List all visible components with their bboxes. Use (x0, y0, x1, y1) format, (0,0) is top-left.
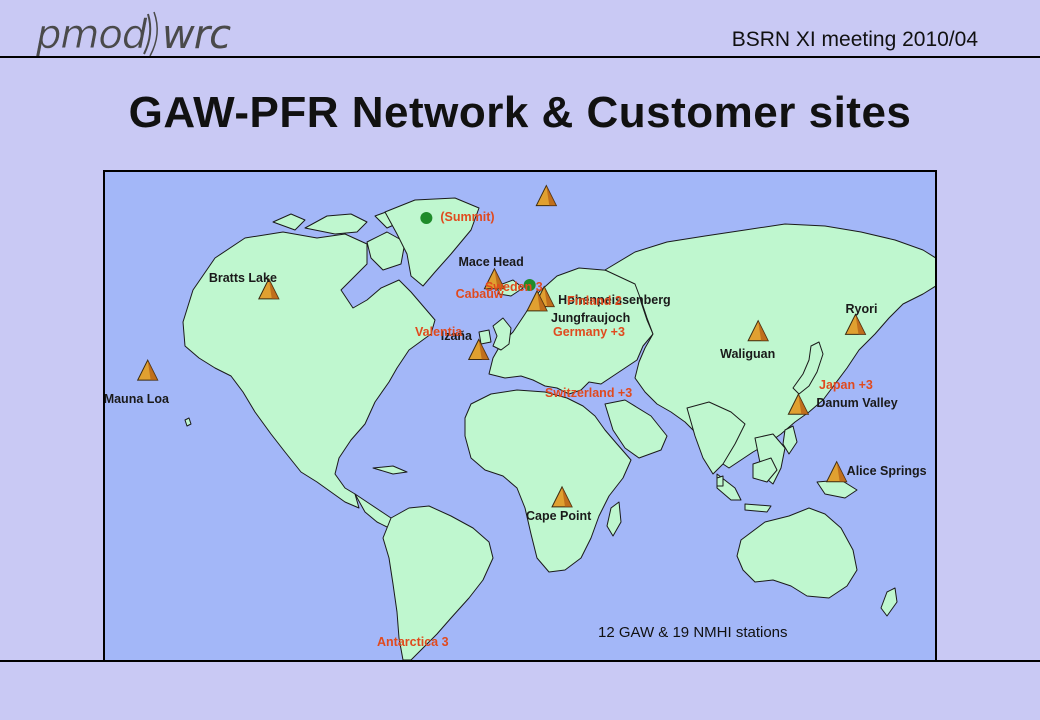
footer-rule (0, 660, 1040, 662)
gaw-marker-shade-mauna-loa (147, 360, 158, 381)
india (686, 401, 746, 475)
gaw-marker-shade-alice-springs (836, 461, 847, 482)
label-sweden-3: Sweden 3 (485, 280, 543, 294)
svg-text:wrc: wrc (162, 12, 231, 58)
australia (736, 507, 858, 599)
label-ny-a-lesund: Ny Ålesund (538, 170, 607, 172)
arctic-islands-2 (272, 213, 306, 231)
gaw-marker-shade-cape-point (562, 486, 573, 507)
label-jungfraujoch: Jungfraujoch (551, 310, 631, 325)
gaw-marker-shade-jungfraujoch (537, 290, 548, 311)
header-rule (0, 56, 1040, 58)
label-switzerland-3: Switzerland +3 (545, 386, 633, 400)
new-guinea (816, 479, 858, 499)
label-danum-valley: Danum Valley (816, 396, 898, 411)
gaw-marker-shade-ryori (855, 314, 866, 335)
page-title: GAW-PFR Network & Customer sites (128, 88, 912, 137)
arabian-peninsula (604, 399, 668, 459)
label-waliguan: Waliguan (720, 346, 776, 361)
stations-count: 12 GAW & 19 NMHI stations (598, 624, 788, 641)
meeting-label: BSRN XI meeting 2010/04 (731, 28, 978, 51)
greenland (384, 197, 480, 287)
sri-lanka (716, 475, 724, 487)
label-hohenpeissenberg: Hohenpeissenberg (558, 292, 671, 307)
label-ryori: Ryori (845, 302, 878, 317)
south-america-landmass (382, 505, 494, 660)
gaw-marker-shade-izan-a (478, 339, 489, 360)
borneo (752, 457, 778, 483)
svg-text:pmod: pmod (36, 12, 148, 58)
madagascar (606, 501, 622, 537)
arctic-islands (304, 213, 368, 235)
gaw-marker-shade-danum-valley (798, 394, 809, 415)
baffin-island (366, 231, 406, 271)
map-canvas (136, 184, 935, 660)
java (744, 503, 772, 513)
label-izan-a: Izaña (440, 329, 472, 344)
label-germany-3: Germany +3 (553, 325, 625, 339)
japan (792, 341, 824, 395)
label-mauna-loa: Mauna Loa (103, 392, 169, 407)
site-markers (136, 184, 867, 508)
philippines (782, 425, 798, 455)
pmod-wrc-logo: pmod wrc (36, 11, 232, 58)
label-japan-3: Japan +3 (819, 378, 873, 392)
africa-landmass (464, 389, 632, 573)
gaw-marker-shade-waliguan (758, 320, 769, 341)
label-cape-point: Cape Point (526, 508, 592, 523)
label-alice-springs: Alice Springs (846, 463, 927, 478)
label-finland-2: Finland 2 (567, 294, 622, 308)
gaw-marker-shade-mace-head (494, 268, 505, 289)
dot-marker-summit (420, 212, 433, 225)
new-zealand (880, 587, 898, 617)
gaw-marker-shade-hohenpeissenberg (544, 286, 555, 307)
label-bratts-lake: Bratts Lake (208, 270, 277, 285)
asia-landmass (604, 223, 935, 469)
label-cabauw: Cabauw (455, 287, 504, 301)
gaw-marker-shade-ny-a-lesund (546, 185, 557, 206)
gaw-marker-shade-bratts-lake (268, 278, 279, 299)
hawaii (184, 417, 192, 427)
ireland (478, 329, 492, 345)
dot-marker-cabauw (523, 279, 536, 291)
iceland (496, 279, 524, 297)
great-britain (492, 317, 512, 351)
label-summit: (Summit) (440, 210, 495, 225)
continents (182, 197, 935, 660)
cuba (372, 465, 408, 475)
label-antarctica-3: Antarctica 3 (377, 635, 449, 649)
label-valentia: Valentia (415, 325, 463, 339)
label-mace-head: Mace Head (458, 254, 524, 269)
